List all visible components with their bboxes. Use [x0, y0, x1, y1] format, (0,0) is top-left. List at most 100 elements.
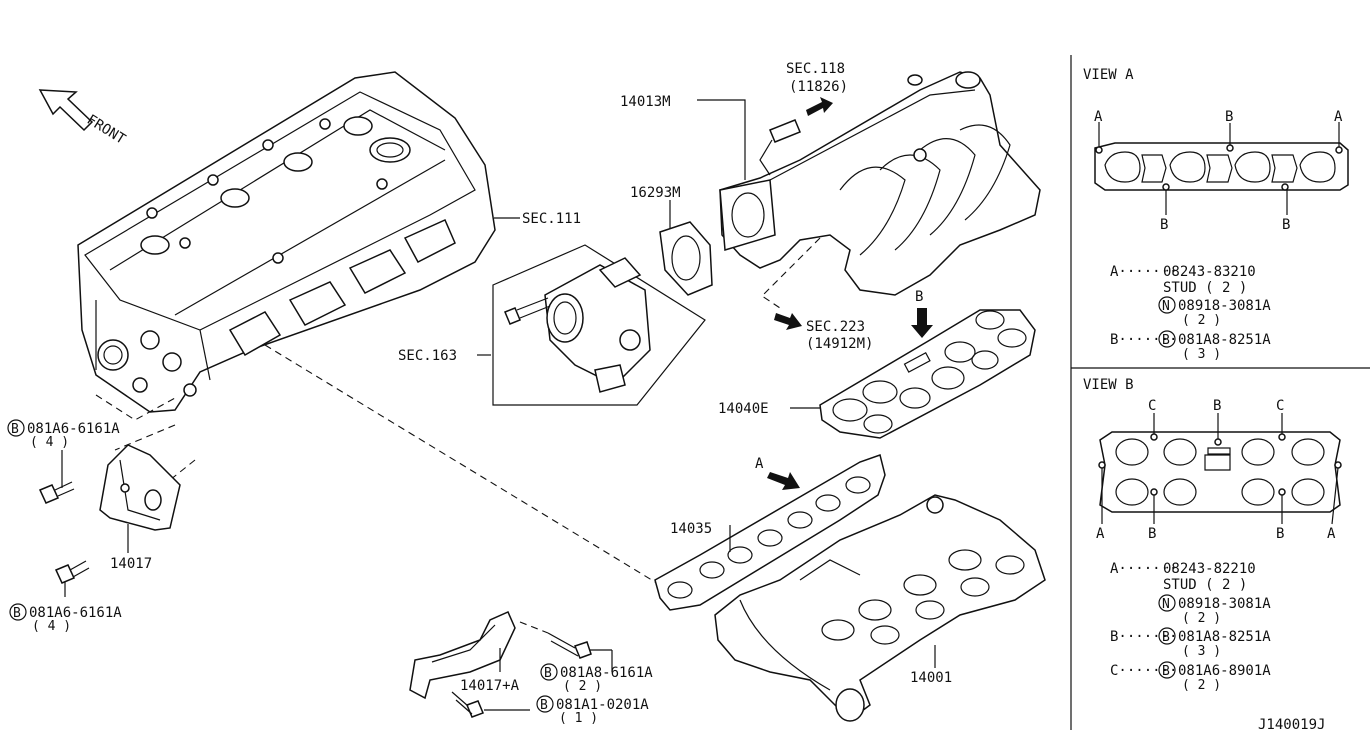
view-a-letter: A — [1094, 109, 1103, 125]
circled-b-icon — [1158, 627, 1176, 645]
view-b-arrow-icon — [911, 308, 933, 338]
view-c-letter: C — [1276, 398, 1284, 414]
bolt-2-code: 081A6-6161A — [29, 605, 122, 621]
view-a-b-qty: ( 3 ) — [1182, 347, 1221, 362]
bracket-14017a-illustration — [409, 611, 516, 700]
view-b-letter: B — [1213, 398, 1221, 414]
view-b-b-qty: ( 3 ) — [1182, 644, 1221, 659]
sec223-label: SEC.223 — [806, 319, 865, 335]
bolt-14017a-upper-icon — [547, 632, 592, 659]
view-b-b-part: 081A8-8251A — [1178, 629, 1271, 645]
part-14035-label: 14035 — [670, 521, 712, 537]
circled-b-icon — [536, 695, 554, 713]
sec118-sub-label: (11826) — [789, 79, 848, 95]
part-14040E-label: 14040E — [718, 401, 769, 417]
view-a-a-leader: A······· — [1110, 264, 1177, 280]
bracket-14017-illustration — [99, 444, 181, 531]
dashed-leader-head-to-manifold — [264, 344, 661, 586]
view-a-nut-qty: ( 2 ) — [1182, 313, 1221, 328]
bolt-lower-left-icon — [54, 560, 90, 584]
front-label: FRONT — [84, 112, 129, 148]
throttle-body-box — [492, 244, 706, 406]
view-a-letter: A — [1327, 526, 1336, 542]
sec223-dashed-leader — [761, 237, 821, 309]
leader-14013M — [697, 99, 746, 180]
bolt-2-qty: ( 4 ) — [32, 619, 71, 634]
front-arrow-icon — [38, 89, 94, 132]
bolt-14017a-lower-icon — [451, 691, 484, 718]
view-a-a-desc: STUD ( 2 ) — [1163, 280, 1247, 296]
throttle-bolt-icon — [504, 297, 551, 325]
bolt-4-code: 081A1-0201A — [556, 697, 649, 713]
circled-b-letter: B — [1162, 333, 1170, 348]
circled-b-letter: B — [1162, 630, 1170, 645]
part-14017a-label: 14017+A — [460, 678, 520, 694]
lower-manifold-14001-illustration — [714, 494, 1046, 722]
cylinder-head-illustration — [77, 71, 496, 413]
view-a-letter: A — [1334, 109, 1343, 125]
view-a-b-part: 081A8-8251A — [1178, 332, 1271, 348]
circled-n-letter: N — [1162, 299, 1170, 314]
bolt-3-code: 081A8-6161A — [560, 665, 653, 681]
view-b-nut-part: 08918-3081A — [1178, 596, 1271, 612]
intake-collector-14013M-illustration — [719, 71, 1041, 296]
bolt-4-qty: ( 1 ) — [559, 711, 598, 726]
view-c-letter: C — [1148, 398, 1156, 414]
marker-a-label: A — [755, 456, 764, 472]
view-b-a-leader: A······· — [1110, 561, 1177, 577]
view-b-letter: B — [1160, 217, 1168, 233]
throttle-gasket-16293M-illustration — [659, 221, 713, 296]
circled-b-letter: B — [544, 666, 552, 681]
circled-b-icon — [7, 419, 25, 437]
part-14001-label: 14001 — [910, 670, 952, 686]
gasket-14040E-illustration — [819, 309, 1036, 439]
view-b-c-qty: ( 2 ) — [1182, 678, 1221, 693]
bolt-1-code: 081A6-6161A — [27, 421, 120, 437]
view-b-letter: B — [1276, 526, 1284, 542]
view-a-arrow-icon — [767, 472, 800, 490]
circled-n-icon — [1158, 594, 1176, 612]
sec118-label: SEC.118 — [786, 61, 845, 77]
view-a-gasket-illustration — [1094, 142, 1349, 191]
sec223-arrow-icon — [774, 313, 802, 330]
view-b-letter: B — [1148, 526, 1156, 542]
circled-b-letter: B — [1162, 664, 1170, 679]
bolt-3-qty: ( 2 ) — [563, 679, 602, 694]
view-b-title: VIEW B — [1083, 377, 1134, 393]
circled-b-letter: B — [11, 422, 19, 437]
circled-b-letter: B — [13, 606, 21, 621]
view-a-nut-part: 08918-3081A — [1178, 298, 1271, 314]
dashed-leader-head-to-bracket — [95, 394, 176, 421]
circled-b-icon — [1158, 661, 1176, 679]
view-b-a-part: 08243-82210 — [1163, 561, 1256, 577]
part-14013M-label: 14013M — [620, 94, 671, 110]
sec163-label: SEC.163 — [398, 348, 457, 364]
sec118-arrow-icon — [806, 97, 833, 116]
part-16293M-label: 16293M — [630, 185, 681, 201]
part-14017-label: 14017 — [110, 556, 152, 572]
view-b-a-desc: STUD ( 2 ) — [1163, 577, 1247, 593]
circled-b-letter: B — [540, 698, 548, 713]
circled-b-icon — [540, 663, 558, 681]
view-b-letter: B — [1282, 217, 1290, 233]
view-a-letter: A — [1096, 526, 1105, 542]
view-b-nut-qty: ( 2 ) — [1182, 611, 1221, 626]
sec223-sub-label: (14912M) — [806, 336, 873, 352]
circled-b-icon — [1158, 330, 1176, 348]
circled-b-icon — [9, 603, 27, 621]
gasket-14035-illustration — [654, 454, 886, 611]
view-b-c-part: 081A6-8901A — [1178, 663, 1271, 679]
sec111-label: SEC.111 — [522, 211, 581, 227]
bolt-1-qty: ( 4 ) — [30, 435, 69, 450]
marker-b-label: B — [915, 289, 923, 305]
circled-n-icon — [1158, 296, 1176, 314]
view-b-gasket-illustration — [1098, 431, 1342, 513]
bolt-upper-left-icon — [38, 481, 75, 504]
circled-n-letter: N — [1162, 597, 1170, 612]
view-a-a-part: 08243-83210 — [1163, 264, 1256, 280]
view-b-letter: B — [1225, 109, 1233, 125]
throttle-body-illustration — [544, 257, 651, 393]
diagram-code: J140019J — [1258, 717, 1325, 733]
view-a-title: VIEW A — [1083, 67, 1134, 83]
